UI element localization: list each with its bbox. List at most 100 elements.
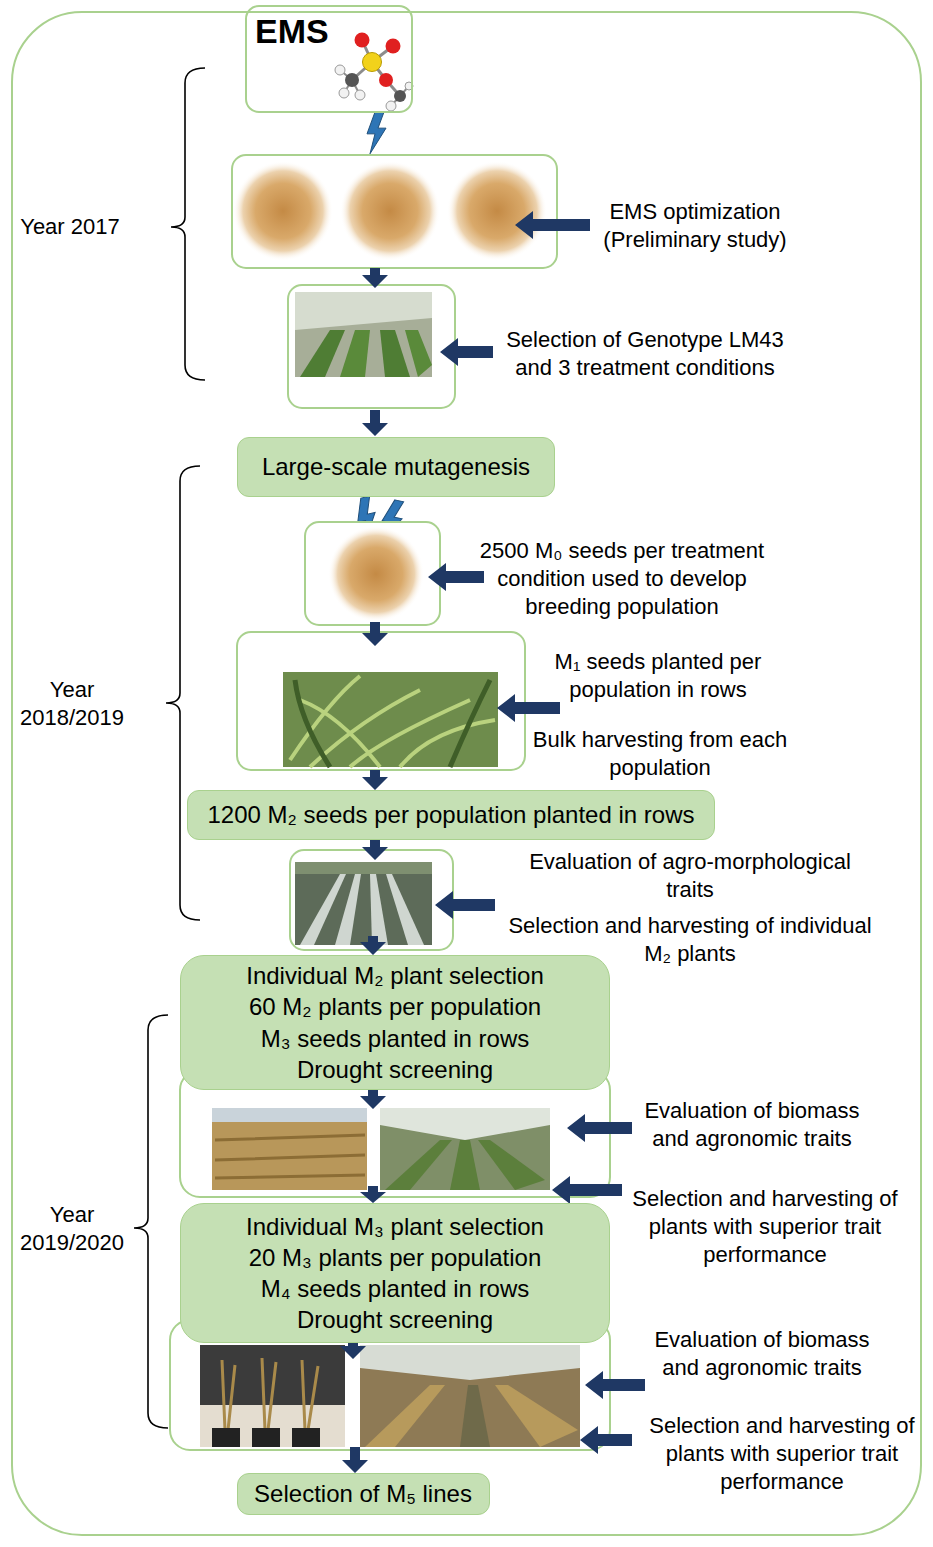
side-note: 2500 M₀ seeds per treatment condition us… — [472, 537, 772, 621]
oxygen-atom — [386, 39, 401, 54]
process-box: 1200 M₂ seeds per population planted in … — [187, 790, 715, 840]
box-text: Drought screening — [297, 1304, 493, 1335]
plastic-row — [335, 874, 361, 945]
left-arrow — [552, 1176, 622, 1204]
seed-pile — [328, 526, 424, 622]
down-arrow — [362, 770, 388, 790]
photo-background — [295, 862, 432, 874]
year-bracket — [166, 466, 200, 920]
photo-ground — [200, 1345, 345, 1447]
plant-row — [385, 1140, 452, 1190]
plant-row — [405, 330, 432, 377]
image-box — [290, 850, 453, 950]
greenhouse-photo — [295, 292, 432, 377]
image-box — [305, 522, 440, 625]
outer-frame — [12, 12, 921, 1535]
box-text: 60 M₂ plants per population — [249, 991, 541, 1022]
plant-row — [495, 1385, 578, 1447]
plastic-row — [370, 874, 388, 945]
hydrogen-atom — [335, 65, 345, 75]
oxygen-atom — [355, 33, 370, 48]
down-arrow — [362, 268, 388, 288]
photo-ground — [360, 1345, 580, 1447]
photo-roof — [295, 292, 432, 330]
left-arrow — [440, 338, 493, 366]
box-text: Large-scale mutagenesis — [262, 451, 530, 482]
field-rows-photo — [295, 862, 432, 945]
plant-row — [478, 1140, 545, 1190]
plant-row — [365, 1385, 445, 1447]
plant-pot — [212, 1428, 240, 1447]
hydrogen-atom — [355, 90, 365, 100]
side-note: M₁ seeds planted per population in rows — [546, 648, 771, 704]
left-arrow — [435, 891, 495, 919]
oxygen-atom — [379, 73, 393, 87]
left-arrow — [497, 694, 560, 722]
plant-pot — [292, 1428, 320, 1447]
image-box — [288, 285, 455, 408]
process-box: Large-scale mutagenesis — [237, 437, 555, 497]
photo-ground — [380, 1108, 550, 1190]
down-arrow — [362, 410, 388, 436]
ems-molecule — [335, 33, 413, 112]
leaf-strokes — [295, 680, 490, 767]
side-note: Selection and harvesting of plants with … — [625, 1185, 905, 1269]
down-arrow — [362, 622, 388, 646]
process-box: Individual M₃ plant selection20 M₃ plant… — [180, 1203, 610, 1343]
reagent-name: EMS — [255, 13, 329, 50]
side-note: Evaluation of biomass and agronomic trai… — [638, 1097, 866, 1153]
plant-stems — [222, 1358, 318, 1430]
photo-ground — [295, 862, 432, 945]
sulfur-atom — [363, 53, 382, 72]
image-box — [237, 632, 525, 770]
hydrogen-atom — [386, 101, 396, 111]
side-note: Evaluation of biomass and agronomic trai… — [648, 1326, 876, 1382]
box-text: M₄ seeds planted in rows — [261, 1273, 530, 1304]
plant-row — [450, 1140, 480, 1190]
year-label: Year 2017 — [13, 213, 128, 241]
photo-roof — [380, 1108, 550, 1140]
left-arrow — [567, 1114, 632, 1142]
plant-row — [300, 330, 345, 377]
box-text: Individual M₃ plant selection — [246, 1211, 544, 1242]
side-note: EMS optimization (Preliminary study) — [588, 198, 803, 254]
box-text: Drought screening — [297, 1054, 493, 1085]
side-note: Selection and harvesting of plants with … — [642, 1412, 922, 1496]
box-text: Individual M₂ plant selection — [246, 960, 543, 991]
leaf-strokes — [290, 676, 495, 767]
plant-row — [380, 330, 410, 377]
down-arrow — [360, 1186, 386, 1203]
image-box — [232, 155, 557, 268]
m1-plants-photo — [283, 672, 498, 767]
seed-pile — [447, 161, 547, 261]
potted-plants-photo — [200, 1345, 345, 1447]
photo-ground — [295, 292, 432, 377]
process-box: Individual M₂ plant selection60 M₂ plant… — [180, 955, 610, 1090]
seed-pile — [340, 161, 440, 261]
photo-ground — [283, 672, 498, 767]
left-arrow — [428, 563, 484, 591]
greenhouse-drought-photo — [360, 1345, 580, 1447]
plant-pot — [252, 1428, 280, 1447]
plant-row — [340, 330, 370, 377]
photo-ground — [212, 1108, 367, 1190]
left-arrow — [515, 211, 590, 239]
box-text: 1200 M₂ seeds per population planted in … — [208, 799, 695, 830]
year-label: Year 2019/2020 — [15, 1201, 130, 1257]
seed-pile — [233, 161, 333, 261]
year-bracket — [134, 1015, 168, 1428]
year-label: Year 2018/2019 — [15, 676, 130, 732]
carbon-atom — [345, 73, 359, 87]
lightning-bolt — [367, 112, 386, 154]
down-arrow — [342, 1447, 368, 1473]
side-note: Bulk harvesting from each population — [525, 726, 795, 782]
photo-roof — [360, 1345, 580, 1380]
hydrogen-atom — [339, 88, 349, 98]
reagent-box: EMS — [245, 5, 413, 113]
side-note: Evaluation of agro-morphological traits — [520, 848, 860, 904]
process-box: Selection of M₅ lines — [237, 1473, 490, 1515]
greenhouse-trial-photo — [380, 1108, 550, 1190]
year-bracket — [171, 68, 205, 380]
plastic-row — [386, 874, 424, 945]
